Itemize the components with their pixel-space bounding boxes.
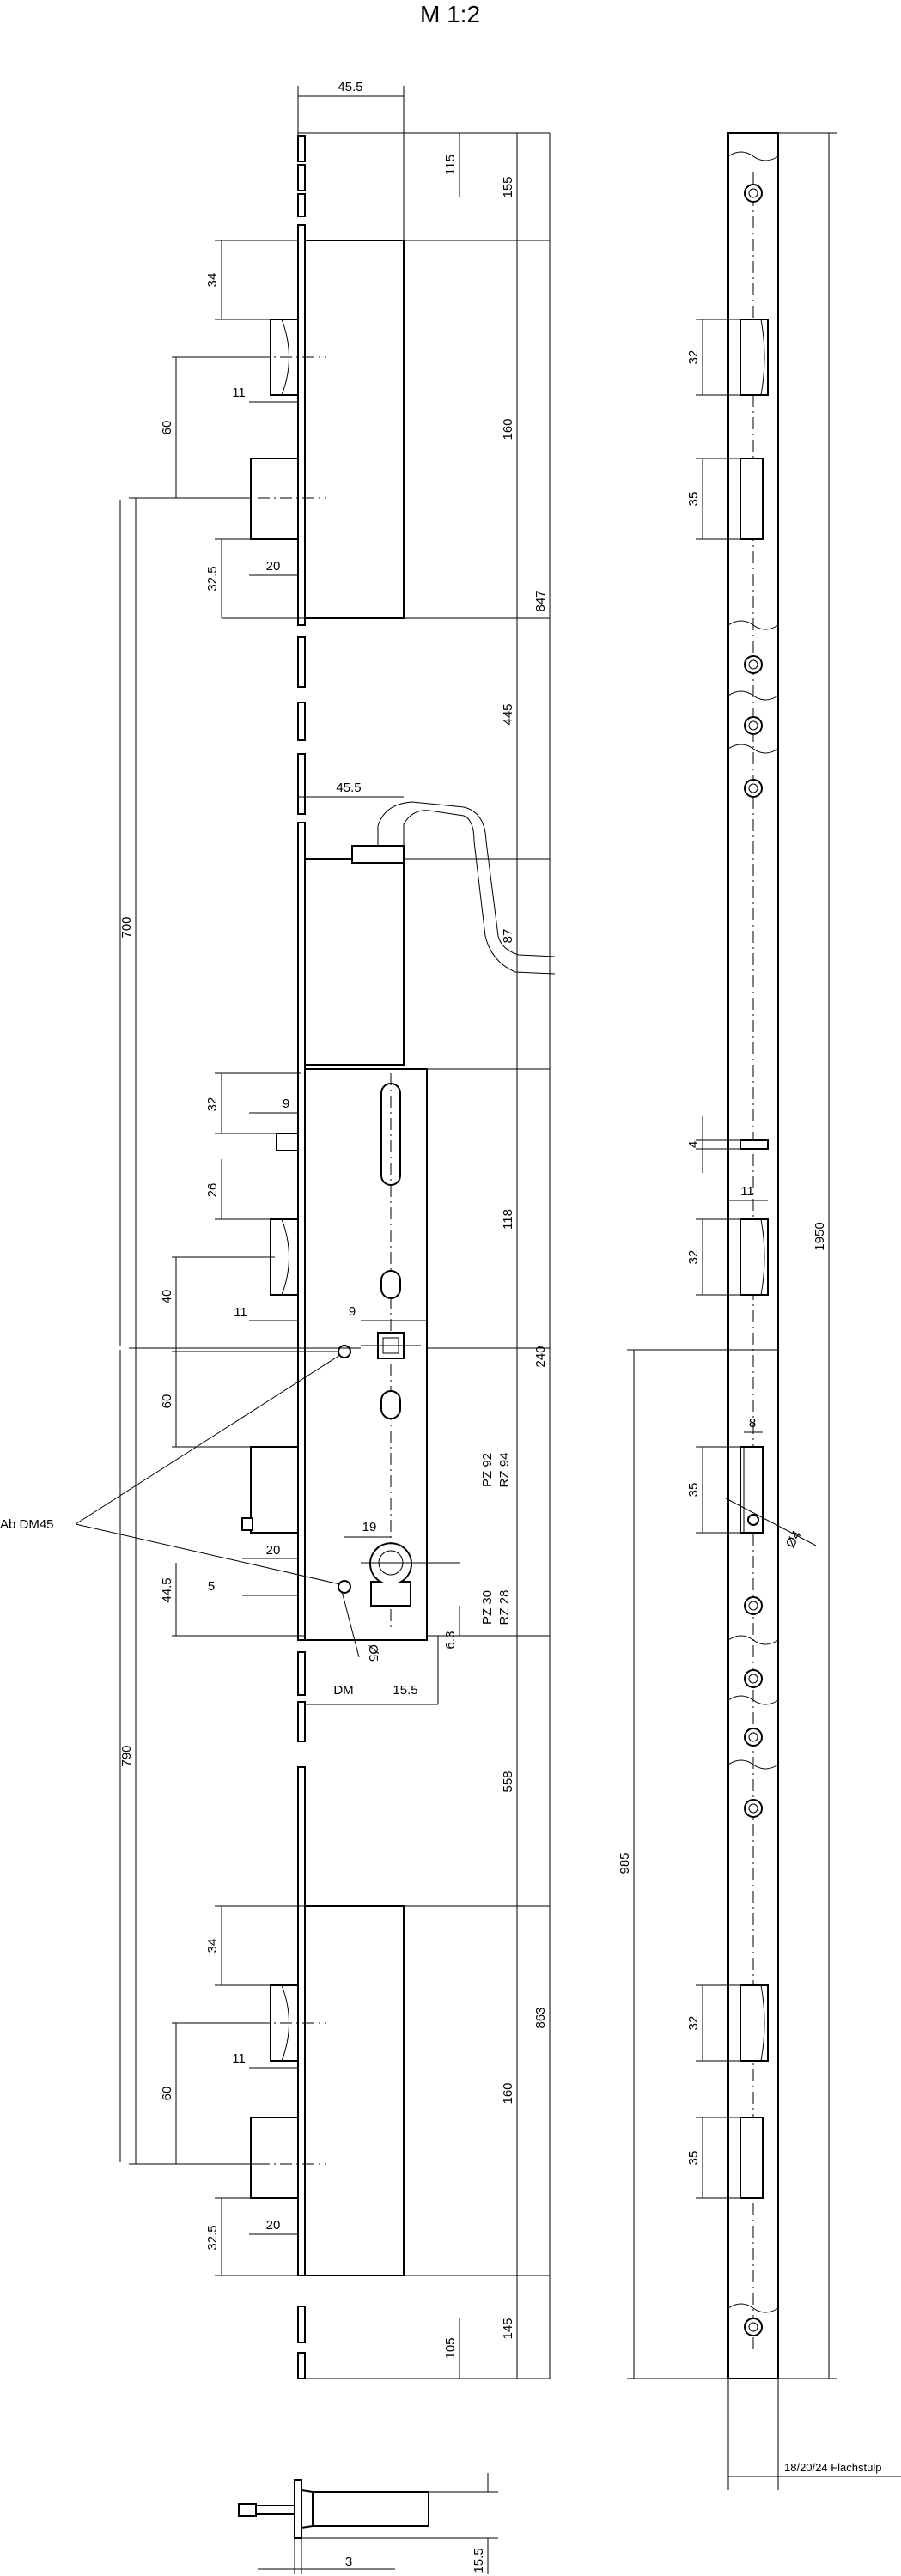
main-lock-body [304, 1068, 428, 1641]
upper-square-bolt [250, 458, 299, 540]
dim-32-5-bot: 32.5 [205, 2225, 220, 2250]
dim-155: 155 [501, 176, 515, 197]
dim-9-mid: 9 [283, 1097, 289, 1111]
dim-847: 847 [533, 590, 548, 611]
dim-45-5-mid: 45.5 [336, 781, 361, 795]
bottom-section-view [238, 2473, 498, 2574]
dim-445: 445 [501, 703, 515, 725]
dim-dm: DM [333, 1683, 353, 1698]
dim-60-bot: 60 [160, 2087, 174, 2101]
dim-20-mid: 20 [266, 1543, 281, 1558]
screw-holes [744, 184, 763, 2336]
rdim-o4: Ø4 [783, 1528, 805, 1551]
dim-160-bot: 160 [501, 2082, 515, 2104]
right-faceplate-view [627, 132, 901, 2490]
lower-square-bolt [250, 2117, 299, 2199]
label-rz-28: RZ 28 [497, 1590, 512, 1625]
lower-lock-case [304, 1905, 405, 2276]
dim-700: 700 [119, 916, 134, 938]
sdim-15-5: 15.5 [472, 2548, 486, 2573]
dim-11-mid: 11 [234, 1305, 247, 1320]
dim-105: 105 [443, 2337, 458, 2359]
dim-790: 790 [119, 1745, 134, 1766]
rdim-985: 985 [618, 1852, 632, 1874]
rdim-32-b: 32 [686, 1250, 701, 1265]
dim-5: 5 [208, 1579, 215, 1594]
dim-20-top: 20 [266, 559, 281, 574]
dim-o5: Ø5 [366, 1644, 380, 1662]
dim-34-top: 34 [205, 273, 220, 288]
dim-40: 40 [160, 1290, 174, 1304]
label-pz-92: PZ 92 [480, 1453, 495, 1487]
dim-240: 240 [533, 1346, 548, 1367]
callout-ab-dm45: Ab DM45 [0, 1517, 54, 1532]
dim-87: 87 [501, 929, 515, 944]
middle-hook-bolt [270, 1218, 299, 1296]
dim-45-5-top: 45.5 [338, 80, 362, 94]
label-pz-30: PZ 30 [480, 1590, 495, 1625]
scale-title: M 1:2 [420, 1, 480, 27]
note-flachstulp: 18/20/24 Flachstulp [784, 2461, 881, 2474]
dim-9-low: 9 [349, 1304, 356, 1319]
dim-11-top: 11 [232, 386, 246, 400]
rdim-35-a: 35 [686, 492, 701, 507]
sdim-3: 3 [345, 2555, 352, 2569]
rdim-35-b: 35 [686, 1483, 701, 1498]
dim-26: 26 [205, 1183, 220, 1198]
dim-44-5: 44.5 [160, 1577, 174, 1602]
rdim-8: 8 [749, 1416, 756, 1431]
main-latch [250, 1446, 299, 1534]
rdim-4: 4 [686, 1141, 701, 1148]
gear-housing [304, 858, 405, 1066]
dim-32-mid: 32 [205, 1097, 220, 1112]
dim-34-bot: 34 [205, 1939, 220, 1953]
dim-160-top: 160 [501, 418, 515, 440]
dim-145: 145 [501, 2318, 515, 2339]
dim-6-3: 6.3 [443, 1631, 458, 1649]
connecting-rod [403, 810, 556, 975]
bottom-dimension-labels: 3 15.5 [345, 2548, 486, 2573]
dim-15-5: 15.5 [393, 1683, 417, 1698]
left-dimension-labels: 45.5 155 115 34 60 11 160 847 20 32.5 70… [0, 80, 548, 2360]
dim-558: 558 [501, 1771, 515, 1792]
upper-lock-case [304, 240, 405, 619]
dim-20-bot: 20 [266, 2218, 281, 2233]
dim-60-top: 60 [160, 421, 174, 435]
dim-115: 115 [443, 155, 458, 175]
label-rz-94: RZ 94 [497, 1453, 512, 1488]
dim-32-5-top: 32.5 [205, 566, 220, 591]
left-elevation-view [75, 86, 556, 2379]
dim-863: 863 [533, 2007, 548, 2028]
rdim-35-c: 35 [686, 2151, 701, 2166]
rdim-11: 11 [740, 1184, 754, 1199]
dim-11-bot: 11 [232, 2051, 246, 2066]
dim-19: 19 [362, 1520, 377, 1534]
rdim-32-a: 32 [686, 350, 701, 365]
rdim-32-c: 32 [686, 2016, 701, 2031]
dim-118: 118 [501, 1209, 515, 1230]
dim-60-mid: 60 [160, 1394, 174, 1409]
rdim-1950: 1950 [813, 1222, 827, 1250]
faceplate [297, 135, 306, 2379]
